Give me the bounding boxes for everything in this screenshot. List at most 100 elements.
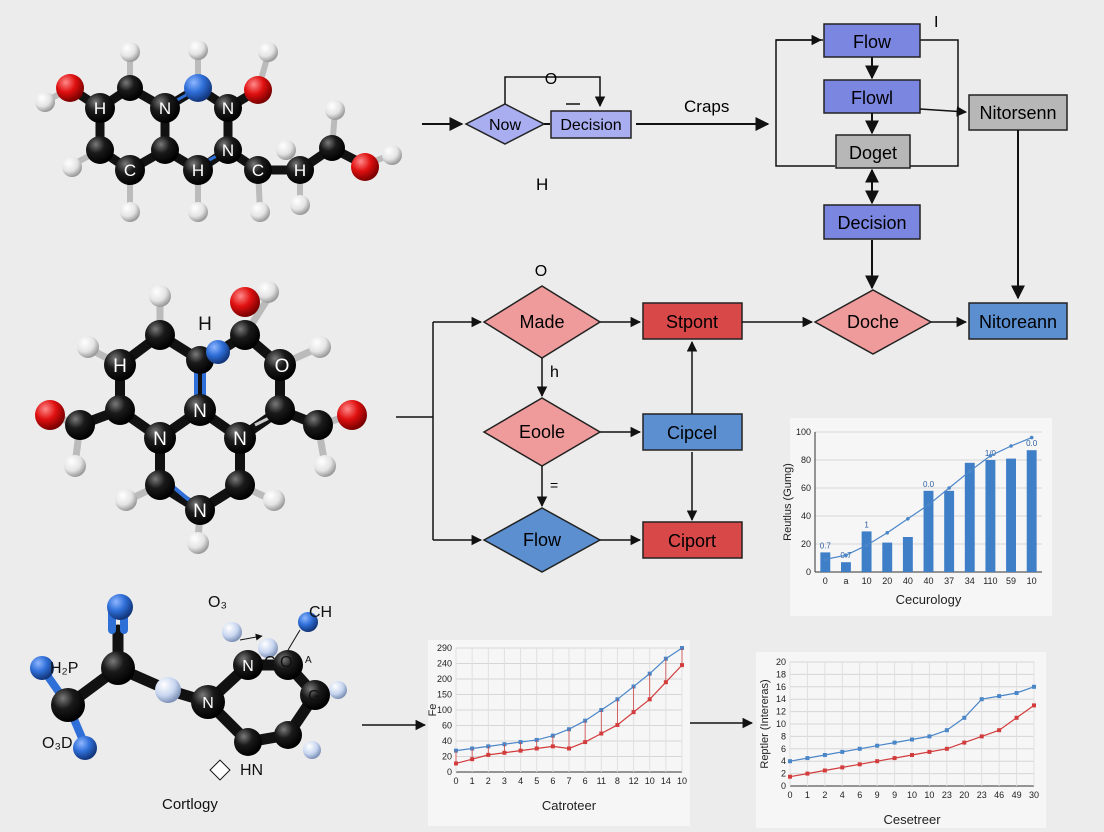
flow-node-nitoreann[interactable] <box>968 302 1068 340</box>
y-tick-label: 20 <box>442 752 452 762</box>
x-tick-label: 6 <box>857 790 862 800</box>
x-tick-label: 1 <box>470 776 475 786</box>
x-tick-label: 10 <box>1027 576 1037 586</box>
trend-point <box>926 503 931 507</box>
x-tick-label: 46 <box>994 790 1004 800</box>
flow-node-cipcel-label: Cipcel <box>667 423 717 443</box>
y-axis-label: Reptler (Intereras) <box>759 679 771 768</box>
molecule-middle: H O H N N N N <box>35 281 367 554</box>
flow-node-decision-label: Decision <box>560 117 621 134</box>
data-label: 0.0 <box>923 480 935 489</box>
data-point <box>805 771 810 776</box>
x-tick-label: 34 <box>965 576 975 586</box>
x-tick-label: 12 <box>629 776 639 786</box>
flow-node-stpont-label: Stpont <box>666 312 718 332</box>
bar <box>1026 450 1037 572</box>
trend-point <box>823 557 828 562</box>
flow-main: O Made Stpont Doche Nitoreann h Eoole Ci… <box>396 263 1068 573</box>
y-axis-label: Fe <box>427 704 439 717</box>
data-point <box>927 749 932 754</box>
atom-label: O₃ <box>208 594 227 611</box>
atom-label: O <box>275 356 290 377</box>
flow-free-label: H <box>536 175 548 194</box>
bar <box>861 531 872 572</box>
atom-label: O₃D <box>42 735 73 752</box>
x-tick-label: 3 <box>502 776 507 786</box>
atom-label: N <box>222 99 234 118</box>
trend-point <box>947 486 951 490</box>
trend-point <box>1029 435 1034 440</box>
flow-node-doget[interactable] <box>835 134 911 169</box>
flow-node-flowl[interactable] <box>823 79 921 114</box>
bar <box>964 462 975 572</box>
data-point <box>840 765 845 770</box>
y-tick-label: 60 <box>442 721 452 731</box>
y-tick-label: 20 <box>801 539 811 549</box>
y-tick-label: 0 <box>806 567 811 577</box>
x-tick-label: 10 <box>645 776 655 786</box>
atom-label: N <box>233 429 247 450</box>
flow-node-decision-right[interactable] <box>823 204 921 240</box>
x-tick-label: 0 <box>453 776 458 786</box>
flow-node-ciport[interactable] <box>642 521 743 559</box>
bar <box>902 537 913 572</box>
y-tick-label: 40 <box>442 736 452 746</box>
y-tick-label: 100 <box>796 427 811 437</box>
trend-point <box>1009 444 1013 448</box>
bar <box>882 542 893 572</box>
data-point <box>892 740 897 745</box>
y-tick-label: 8 <box>781 731 786 741</box>
y-tick-label: 0 <box>781 781 786 791</box>
flow-edge-h: h <box>550 364 559 381</box>
data-point <box>979 734 984 739</box>
atom-label: HN <box>240 762 263 779</box>
data-point <box>857 762 862 767</box>
flow-small: Now Decision O Craps H <box>422 71 770 194</box>
cursor-glyph: I <box>934 14 938 31</box>
x-tick-label: 23 <box>942 790 952 800</box>
trend-point <box>864 543 869 548</box>
data-point <box>875 759 880 764</box>
x-tick-label: 2 <box>822 790 827 800</box>
y-tick-label: 150 <box>437 690 452 700</box>
x-tick-label: 5 <box>534 776 539 786</box>
flow-node-made-label: Made <box>519 312 564 332</box>
x-tick-label: 20 <box>959 790 969 800</box>
y-tick-label: 16 <box>776 682 786 692</box>
data-label: 0.7 <box>820 541 832 550</box>
flow-node-cipcel[interactable] <box>642 413 743 451</box>
data-point <box>1032 684 1036 689</box>
atom-label: N <box>193 401 207 422</box>
x-tick-label: 4 <box>518 776 523 786</box>
flow-node-stpont[interactable] <box>642 302 743 340</box>
flow-node-nitorsenn[interactable] <box>968 94 1068 131</box>
data-point <box>962 740 967 745</box>
y-tick-label: 2 <box>781 769 786 779</box>
bar <box>985 460 996 572</box>
flow-node-flow[interactable] <box>823 23 921 58</box>
x-axis-label: Cesetreer <box>883 812 941 827</box>
x-tick-label: a <box>843 576 848 586</box>
y-tick-label: 4 <box>781 756 786 766</box>
y-tick-label: 6 <box>781 744 786 754</box>
x-tick-label: 9 <box>875 790 880 800</box>
data-point <box>1032 703 1036 708</box>
atom-label: G <box>308 688 320 705</box>
x-tick-label: 59 <box>1006 576 1016 586</box>
molecule-caption: Cortlogy <box>162 796 218 813</box>
data-point <box>997 728 1002 733</box>
data-point <box>857 746 862 751</box>
y-tick-label: 14 <box>776 694 786 704</box>
x-tick-label: 23 <box>977 790 987 800</box>
bar <box>820 552 831 572</box>
x-tick-label: 20 <box>882 576 892 586</box>
y-tick-label: 20 <box>776 657 786 667</box>
flow-node-decision[interactable] <box>550 110 632 139</box>
bar <box>1006 458 1016 572</box>
y-tick-label: 10 <box>776 719 786 729</box>
data-point <box>910 737 914 742</box>
data-point <box>840 749 845 754</box>
trend-point <box>844 553 848 557</box>
flow-node-ciport-label: Ciport <box>668 531 716 551</box>
